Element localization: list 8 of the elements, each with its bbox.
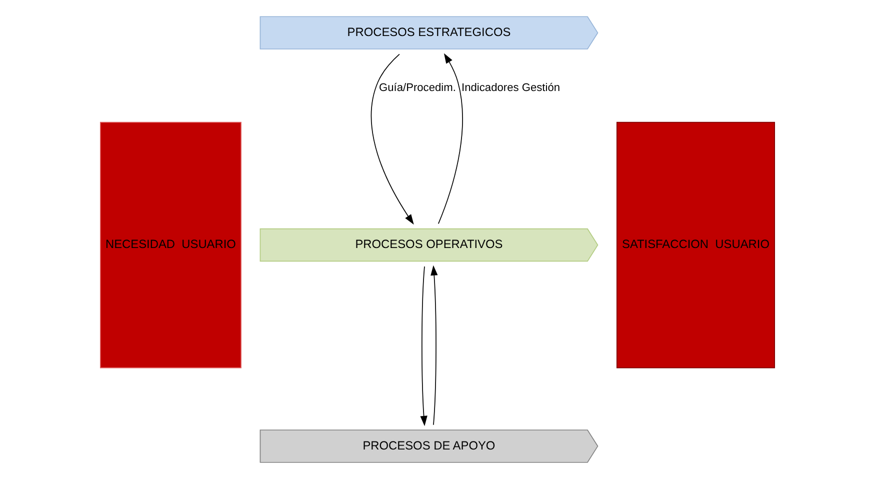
arrow [438, 53, 463, 224]
node-box: NECESIDAD USUARIO [100, 122, 242, 368]
edge-label: Indicadores Gestión [462, 82, 560, 94]
arrow [370, 54, 414, 225]
arrow [430, 265, 438, 426]
node-box: SATISFACCION USUARIO [616, 122, 776, 368]
arrow [420, 266, 428, 426]
edge-label: Guía/Procedim. [378, 82, 456, 94]
